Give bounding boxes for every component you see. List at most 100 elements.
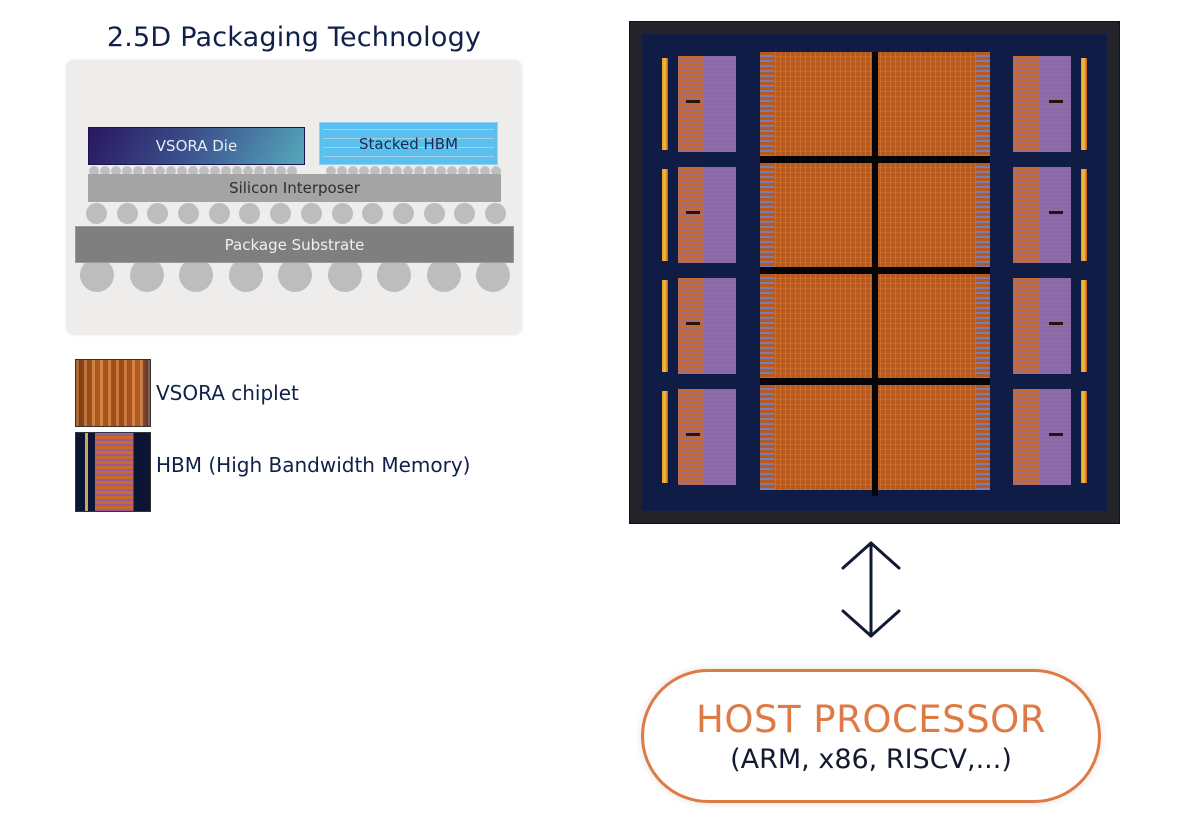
legend-item-vsora-chiplet: VSORA chiplet bbox=[75, 359, 299, 427]
hbm-stack bbox=[1003, 278, 1093, 374]
micro-bump bbox=[414, 166, 424, 176]
micro-bump bbox=[458, 166, 468, 176]
micro-bump bbox=[287, 166, 297, 176]
micro-bump bbox=[188, 166, 198, 176]
c4-bump bbox=[392, 203, 414, 224]
micro-bumps-die bbox=[89, 166, 297, 176]
micro-bump bbox=[348, 166, 358, 176]
chiplet-gap bbox=[872, 52, 878, 496]
micro-bump bbox=[166, 166, 176, 176]
micro-bump bbox=[232, 166, 242, 176]
c4-bump bbox=[86, 203, 107, 224]
c4-bump bbox=[116, 203, 138, 224]
legend-item-hbm: HBM (High Bandwidth Memory) bbox=[75, 432, 470, 512]
hbm-stack bbox=[656, 167, 746, 263]
die-substrate bbox=[642, 34, 1107, 511]
bga-ball bbox=[80, 258, 114, 292]
silicon-interposer-layer: Silicon Interposer bbox=[88, 174, 501, 202]
bga-ball bbox=[129, 258, 164, 292]
micro-bump bbox=[447, 166, 457, 176]
micro-bump bbox=[480, 166, 490, 176]
legend-label: HBM (High Bandwidth Memory) bbox=[156, 453, 471, 477]
micro-bump bbox=[265, 166, 275, 176]
micro-bump bbox=[425, 166, 435, 176]
micro-bump bbox=[199, 166, 209, 176]
micro-bump bbox=[370, 166, 380, 176]
hbm-stack bbox=[656, 389, 746, 485]
vsora-chiplet bbox=[760, 274, 875, 379]
stacked-hbm-layer: Stacked HBM bbox=[319, 122, 498, 165]
interposer-label: Silicon Interposer bbox=[229, 179, 360, 197]
micro-bump bbox=[133, 166, 143, 176]
bga-ball bbox=[476, 258, 510, 292]
vsora-chiplet bbox=[760, 385, 875, 490]
host-processor-subtitle: (ARM, x86, RISCV,...) bbox=[730, 744, 1012, 775]
vsora-chiplet bbox=[875, 274, 990, 379]
bga-ball bbox=[377, 258, 411, 292]
micro-bump bbox=[100, 166, 110, 176]
micro-bump bbox=[337, 166, 347, 176]
micro-bump bbox=[326, 166, 336, 176]
hbm-stack bbox=[1003, 167, 1093, 263]
c4-bump bbox=[239, 203, 261, 224]
c4-bump bbox=[423, 203, 445, 224]
micro-bump bbox=[491, 166, 501, 176]
vsora-chiplet-swatch-icon bbox=[75, 359, 151, 427]
vsora-chiplet bbox=[760, 163, 875, 268]
micro-bump bbox=[122, 166, 132, 176]
substrate-label: Package Substrate bbox=[224, 235, 365, 254]
micro-bump bbox=[89, 166, 99, 176]
c4-bump bbox=[147, 203, 169, 224]
micro-bump bbox=[469, 166, 479, 176]
c4-bump bbox=[208, 203, 230, 224]
bga-ball bbox=[179, 258, 213, 292]
c4-bumps bbox=[86, 203, 506, 225]
hbm-stack bbox=[1003, 389, 1093, 485]
micro-bump bbox=[155, 166, 165, 176]
legend-label: VSORA chiplet bbox=[156, 381, 299, 405]
micro-bump bbox=[436, 166, 446, 176]
packaging-title: 2.5D Packaging Technology bbox=[106, 22, 482, 53]
host-processor-title: HOST PROCESSOR bbox=[696, 698, 1046, 741]
hbm-swatch-icon bbox=[75, 432, 151, 512]
package-substrate-layer: Package Substrate bbox=[75, 226, 514, 263]
c4-bump bbox=[362, 203, 384, 224]
hbm-stack bbox=[656, 56, 746, 152]
host-processor-box: HOST PROCESSOR (ARM, x86, RISCV,...) bbox=[641, 669, 1101, 803]
c4-bump bbox=[270, 203, 292, 224]
vsora-chiplet bbox=[760, 52, 875, 157]
bga-balls bbox=[80, 258, 510, 292]
vsora-chiplet bbox=[875, 52, 990, 157]
micro-bump bbox=[392, 166, 402, 176]
stacked-hbm-label: Stacked HBM bbox=[358, 134, 459, 153]
micro-bump bbox=[359, 166, 369, 176]
micro-bump bbox=[403, 166, 413, 176]
hbm-stack bbox=[656, 278, 746, 374]
micro-bump bbox=[276, 166, 286, 176]
micro-bump bbox=[254, 166, 264, 176]
micro-bumps-hbm bbox=[326, 166, 501, 176]
bga-ball bbox=[278, 258, 312, 292]
micro-bump bbox=[221, 166, 231, 176]
micro-bump bbox=[243, 166, 253, 176]
vsora-chiplet bbox=[875, 385, 990, 490]
c4-bump bbox=[331, 203, 353, 224]
vsora-die-label: VSORA Die bbox=[155, 137, 238, 155]
c4-bump bbox=[454, 203, 476, 224]
micro-bump bbox=[111, 166, 121, 176]
c4-bump bbox=[484, 203, 506, 224]
micro-bump bbox=[144, 166, 154, 176]
micro-bump bbox=[210, 166, 220, 176]
vsora-die-layer: VSORA Die bbox=[88, 127, 305, 165]
bidirectional-arrow-icon bbox=[841, 541, 901, 638]
c4-bump bbox=[300, 203, 322, 224]
vsora-chiplet bbox=[875, 163, 990, 268]
chip-die-image bbox=[629, 21, 1120, 524]
bga-ball bbox=[327, 258, 362, 292]
bga-ball bbox=[228, 258, 263, 292]
micro-bump bbox=[381, 166, 391, 176]
c4-bump bbox=[178, 203, 200, 224]
hbm-stack bbox=[1003, 56, 1093, 152]
bga-ball bbox=[426, 258, 461, 292]
micro-bump bbox=[177, 166, 187, 176]
